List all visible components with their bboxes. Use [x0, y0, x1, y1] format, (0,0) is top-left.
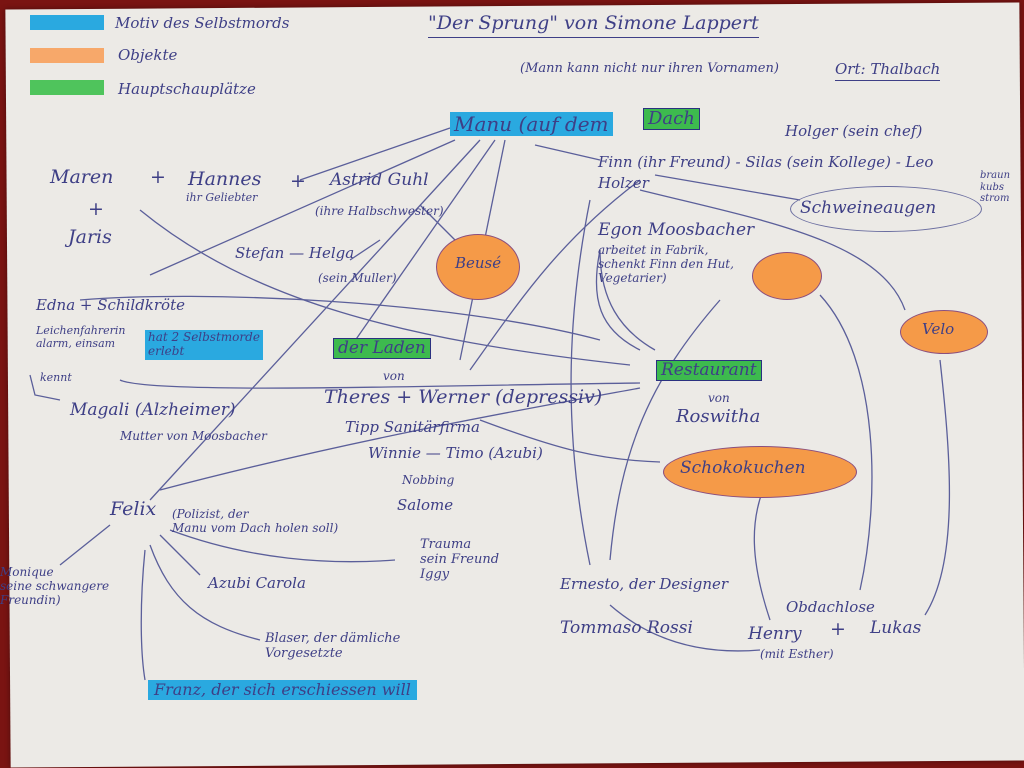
node-stefan-helga: Stefan — Helga — [235, 244, 355, 262]
legend-swatch-green — [30, 80, 104, 95]
object-blob-velo — [900, 310, 988, 354]
node-winnie-timo: Winnie — Timo (Azubi) — [368, 444, 543, 462]
legend-label-objects: Objekte — [118, 46, 178, 64]
place-restaurant-von: von — [708, 391, 730, 405]
node-manu: Manu (auf dem — [450, 112, 613, 136]
node-hannes-role: ihr Geliebter — [186, 191, 258, 204]
node-finn-surname: Holzer — [598, 174, 649, 192]
node-astrid: Astrid Guhl — [330, 170, 429, 190]
node-tommaso: Tommaso Rossi — [560, 618, 693, 638]
node-trauma: Trauma sein Freund Iggy — [420, 537, 500, 582]
node-lukas: Lukas — [870, 618, 922, 638]
place-restaurant: Restaurant — [656, 360, 762, 381]
object-blob-beuse — [436, 234, 520, 300]
node-theres-werner: Theres + Werner (depressiv) — [324, 386, 603, 408]
object-velo: Velo — [922, 320, 955, 338]
node-franz: Franz, der sich erschiessen will — [148, 680, 417, 700]
node-felix: Felix — [110, 498, 157, 520]
node-monique: Monique seine schwangere Freundin) — [0, 565, 110, 607]
node-jaris: Jaris — [68, 226, 112, 248]
node-salome: Salome — [397, 496, 454, 514]
object-blob-hut — [752, 252, 822, 300]
page-title: "Der Sprung" von Simone Lappert — [428, 14, 759, 38]
node-magali: Magali (Alzheimer) — [70, 400, 236, 420]
object-blob-schokokuchen — [663, 446, 857, 498]
node-manu-label: Manu (auf dem — [454, 112, 609, 136]
node-blaser: Blaser, der dämliche Vorgesetzte — [265, 631, 401, 661]
node-schweineaugen: Schweineaugen — [800, 198, 937, 218]
plus-4: + — [830, 618, 846, 640]
node-astrid-role: (ihre Halbschwester) — [315, 204, 444, 218]
node-egon-note: arbeitet in Fabrik, schenkt Finn den Hut… — [598, 243, 734, 285]
node-nobbing: Nobbing — [402, 473, 455, 487]
node-tipp: Tipp Sanitärfirma — [345, 418, 480, 436]
node-edna-note: Leichenfahrerin alarm, einsam — [36, 324, 126, 350]
node-henry-note: (mit Esther) — [760, 647, 834, 661]
node-edna: Edna + Schildkröte — [36, 296, 185, 314]
node-kennt: kennt — [40, 371, 72, 384]
legend-label-places: Hauptschauplätze — [118, 80, 256, 98]
node-finn: Finn (ihr Freund) - Silas (sein Kollege)… — [598, 153, 934, 171]
node-edna-motive: hat 2 Selbstmorde erlebt — [145, 330, 263, 360]
place-laden: der Laden — [333, 338, 431, 359]
location-label: Ort: Thalbach — [835, 62, 941, 81]
node-egon: Egon Moosbacher — [598, 220, 755, 240]
node-felix-role: (Polizist, der Manu vom Dach holen soll) — [172, 507, 339, 535]
node-roswitha: Roswitha — [676, 406, 761, 427]
node-leo-note: braun kubs strom — [980, 170, 1011, 204]
legend-swatch-blue — [30, 15, 104, 30]
place-dach: Dach — [643, 108, 700, 130]
object-schokokuchen: Schokokuchen — [680, 458, 806, 478]
node-ernesto: Ernesto, der Designer — [560, 575, 729, 593]
node-holger: Holger (sein chef) — [785, 122, 923, 140]
plus-3: + — [88, 198, 104, 220]
subtitle-note: (Mann kann nicht nur ihren Vornamen) — [520, 61, 779, 76]
plus-2: + — [290, 170, 306, 192]
legend-label-motive: Motiv des Selbstmords — [115, 14, 290, 32]
schweineaugen-bubble — [790, 186, 982, 232]
legend-swatch-orange — [30, 48, 104, 63]
node-hannes: Hannes — [188, 168, 262, 190]
node-maren: Maren — [50, 166, 114, 188]
node-azubi: Azubi Carola — [208, 574, 306, 592]
place-laden-von: von — [383, 369, 405, 383]
node-obdachlose: Obdachlose — [786, 598, 875, 616]
node-magali-role: Mutter von Moosbacher — [120, 429, 267, 443]
node-henry: Henry — [748, 624, 802, 644]
object-beuse: Beusé — [455, 254, 502, 272]
plus-1: + — [150, 166, 166, 188]
node-helga-role: (sein Muller) — [318, 271, 397, 285]
